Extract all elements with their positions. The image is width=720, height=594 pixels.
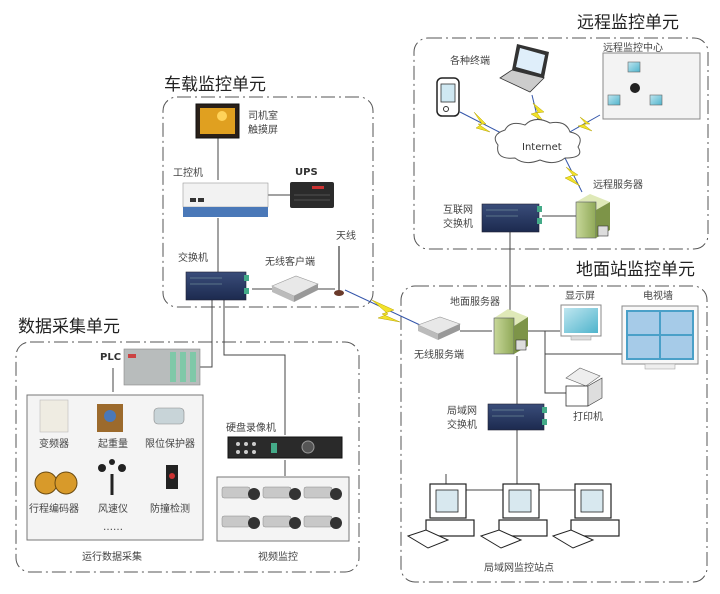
remote-unit-title: 远程监控单元	[577, 13, 679, 33]
phone-icon	[436, 77, 460, 117]
operation-data-label: 运行数据采集	[82, 550, 142, 563]
laptop-icon	[499, 44, 549, 93]
wireless-client-icon	[271, 275, 319, 302]
remote-unit-box	[413, 37, 709, 250]
camera-icons	[221, 486, 342, 529]
camera-icon	[221, 486, 260, 500]
antenna-label: 天线	[336, 229, 356, 242]
internet-label: Internet	[522, 142, 562, 153]
internet-switch-label-2: 交换机	[443, 217, 473, 230]
wireless-server-icon	[417, 316, 461, 340]
sensor-label-5: 防撞检测	[150, 502, 190, 515]
sensor-label-2: 限位保护器	[145, 437, 195, 450]
industrial-pc-icon	[182, 182, 269, 217]
printer-icon	[565, 367, 603, 407]
sensor-label-4: 风速仪	[98, 503, 128, 515]
video-monitoring-panel	[216, 476, 350, 542]
dvr-icon	[227, 436, 343, 459]
lan-workstations	[406, 483, 620, 549]
internet-cloud-icon: Internet	[494, 119, 581, 164]
data-unit-box	[15, 341, 360, 573]
workstation-icon	[551, 483, 620, 549]
wireless-links	[344, 94, 601, 326]
wireless-server-label: 无线服务端	[414, 348, 464, 361]
monitor-icon	[649, 94, 663, 106]
limit-switch-icon	[153, 407, 185, 425]
sensor-ellipsis: ……	[103, 522, 123, 533]
video-monitoring-label: 视频监控	[258, 550, 298, 563]
terminals-label: 各种终端	[450, 54, 490, 67]
vehicle-switch-icon	[185, 271, 249, 301]
camera-icon	[303, 515, 342, 529]
vehicle-unit-box	[162, 96, 374, 308]
remote-server-icon	[575, 194, 610, 239]
ground-unit-title: 地面站监控单元	[576, 260, 695, 280]
ups-icon	[290, 182, 334, 208]
vehicle-unit-title: 车载监控单元	[164, 75, 266, 95]
printer-label: 打印机	[573, 410, 603, 423]
wireless-client-label: 无线客户端	[265, 255, 315, 268]
remote-center-label: 远程监控中心	[603, 41, 663, 54]
sensor-icons	[34, 399, 185, 495]
remote-server-label: 远程服务器	[593, 178, 643, 191]
lan-switch-label-1: 局域网	[447, 404, 477, 417]
tv-wall-label: 电视墙	[643, 289, 673, 302]
sensor-label-0: 变频器	[39, 437, 69, 450]
ground-unit-box	[400, 285, 708, 583]
vehicle-switch-label: 交换机	[178, 251, 208, 264]
data-unit-title: 数据采集单元	[18, 317, 120, 337]
touchscreen-label-1: 司机室	[248, 109, 278, 122]
dvr-label: 硬盘录像机	[226, 421, 276, 434]
monitor-icon	[627, 61, 641, 73]
display-icon	[560, 304, 602, 341]
lan-switch-icon	[487, 403, 547, 431]
travel-encoder-icon	[34, 471, 58, 495]
lan-switch-label-2: 交换机	[447, 418, 477, 431]
workstation-icon	[479, 483, 548, 549]
plc-icon	[123, 348, 201, 386]
ipc-label: 工控机	[173, 166, 203, 179]
camera-icon	[262, 486, 301, 500]
touchscreen-icon	[195, 103, 240, 139]
monitor-icon	[607, 94, 621, 106]
ups-label: UPS	[295, 167, 318, 178]
camera-icon	[262, 515, 301, 529]
touchscreen-label-2: 触摸屏	[248, 123, 278, 136]
inverter-icon	[39, 399, 69, 433]
sensor-label-1: 起重量	[98, 437, 128, 450]
anemometer-icon	[98, 459, 126, 495]
sensor-label-3: 行程编码器	[29, 502, 79, 515]
camera-icon	[303, 486, 342, 500]
workstation-icon	[406, 483, 475, 549]
internet-switch-label-1: 互联网	[443, 204, 473, 216]
ground-server-label: 地面服务器	[450, 295, 500, 308]
operator-icon	[630, 83, 640, 93]
camera-icon	[221, 515, 260, 529]
plc-label: PLC	[100, 352, 121, 363]
display-label: 显示屏	[565, 290, 595, 302]
internet-switch-icon	[481, 203, 542, 233]
antenna-icon	[334, 246, 344, 296]
remote-center-panel: 远程监控中心	[602, 41, 701, 120]
tv-wall-icon	[621, 305, 699, 370]
ground-server-icon	[493, 309, 528, 355]
lan-stations-label: 局域网监控站点	[484, 561, 554, 574]
